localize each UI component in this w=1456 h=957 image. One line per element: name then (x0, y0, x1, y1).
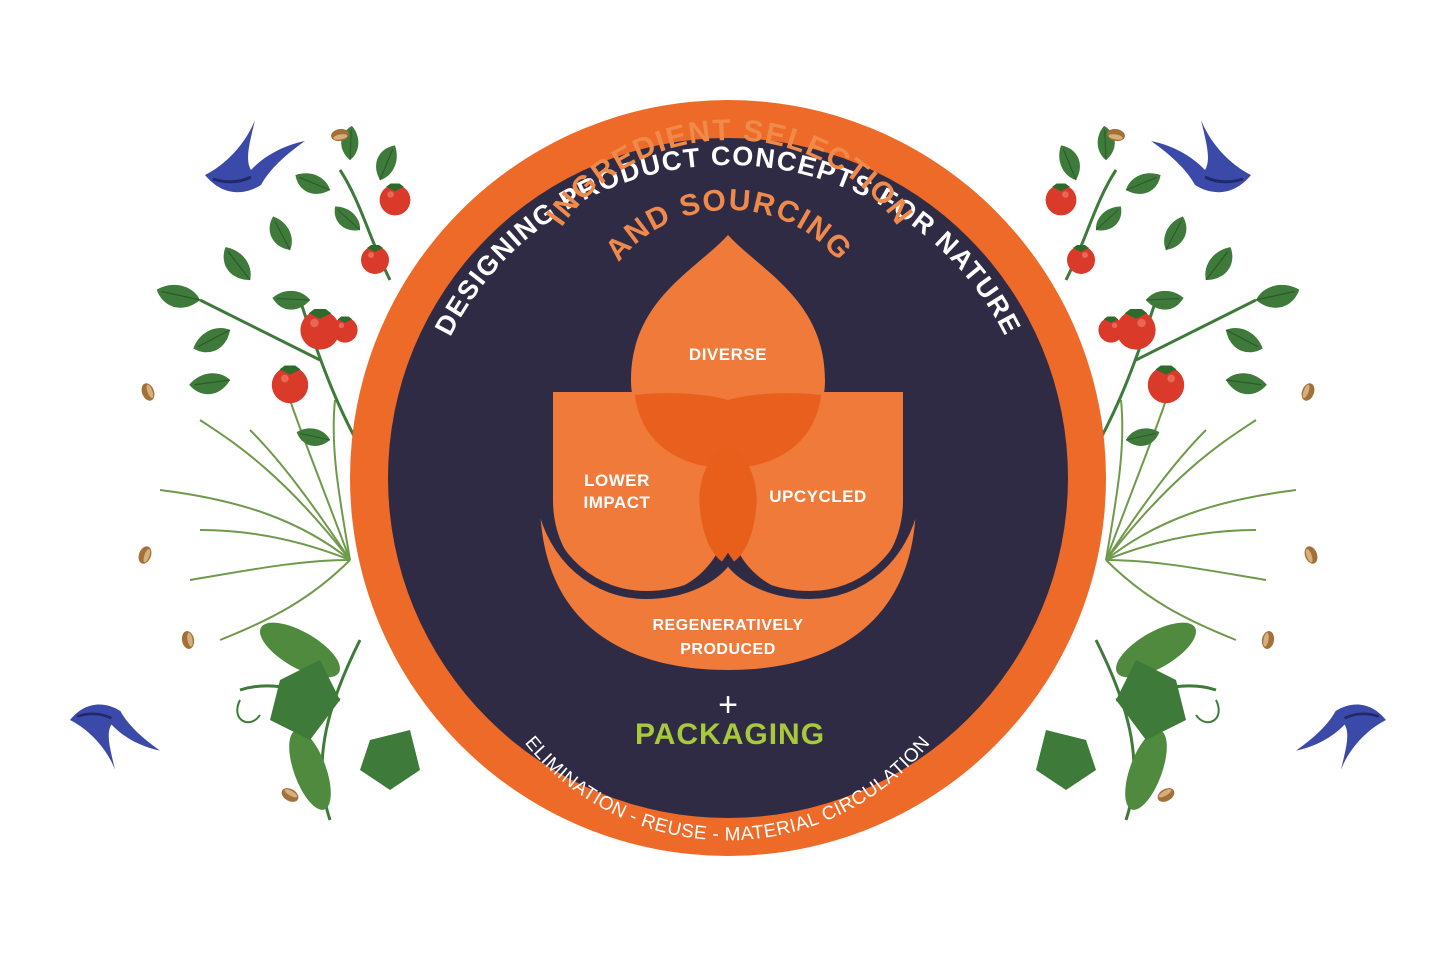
label-upcycled: UPCYCLED (769, 487, 867, 506)
petal-base-regenerative (540, 500, 916, 670)
swallow-icon-bottom-right (1294, 703, 1388, 771)
overlap-top-right (728, 393, 821, 468)
overlap-left-right (699, 445, 757, 565)
grass-sprigs-left (159, 399, 351, 641)
cucumber-vine-right (1036, 622, 1220, 810)
swallow-icon-top-left (203, 118, 307, 194)
label-lower-line2: IMPACT (584, 493, 651, 512)
cucumber-vine-left (236, 622, 420, 810)
label-produced: PRODUCED (680, 641, 776, 658)
swallow-icon-bottom-left (68, 703, 162, 771)
swallow-icon-top-right (1149, 118, 1253, 194)
label-regeneratively: REGENERATIVELY (652, 617, 803, 634)
packaging-title: PACKAGING (635, 718, 825, 751)
label-diverse: DIVERSE (689, 345, 767, 364)
venn-diagram (536, 235, 920, 670)
crescent-divider (536, 499, 920, 600)
overlap-top-left (635, 393, 728, 468)
label-lower-line1: LOWER (584, 471, 650, 490)
left-foliage (68, 118, 420, 821)
grass-sprigs-right (1105, 399, 1297, 641)
right-foliage (1036, 118, 1388, 821)
plus-icon: + (718, 686, 738, 724)
